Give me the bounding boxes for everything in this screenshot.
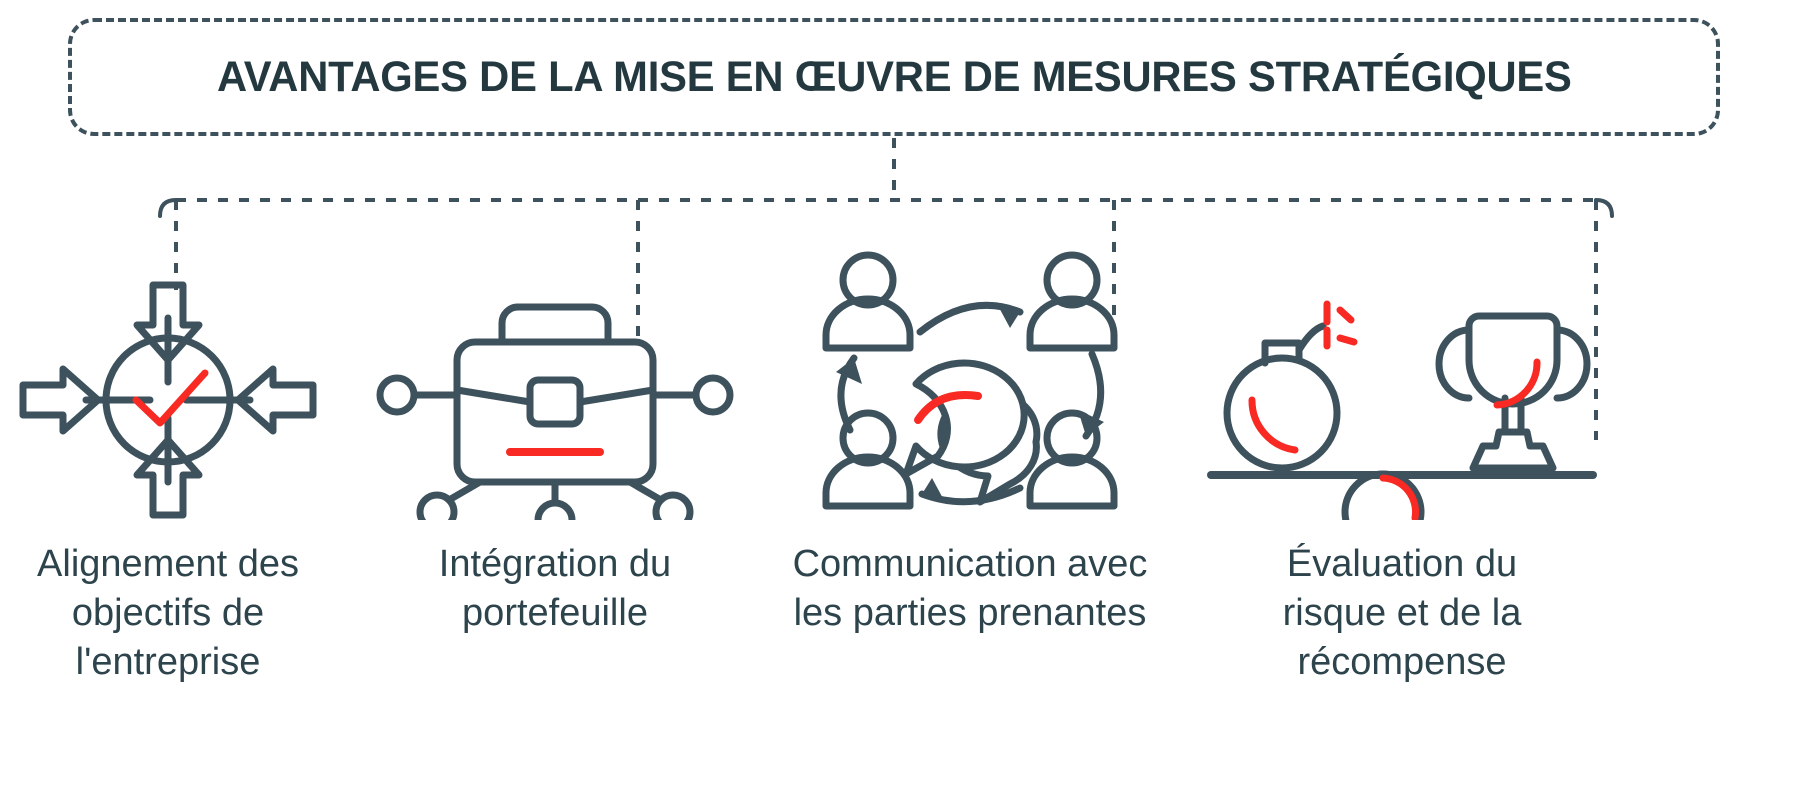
title-banner: AVANTAGES DE LA MISE EN ŒUVRE DE MESURES… — [68, 18, 1720, 136]
briefcase-body — [453, 338, 657, 486]
page-title: AVANTAGES DE LA MISE EN ŒUVRE DE MESURES… — [216, 52, 1572, 101]
balance-fulcrum — [1341, 470, 1425, 520]
person-body-top-right — [1026, 295, 1118, 352]
node-circle-left — [376, 374, 418, 416]
trophy-handle-left — [1435, 326, 1473, 402]
node-circle-bottom-right — [652, 491, 694, 520]
node-risk-reward: Évaluation du risque et de la récompense — [1192, 250, 1612, 687]
speech-bubble-front — [902, 359, 1028, 478]
node-link-bottom-right — [626, 478, 665, 504]
arrow-right — [19, 365, 102, 435]
bomb-accent-arc — [1248, 396, 1299, 454]
speech-bubble-accent-arc — [914, 391, 982, 424]
trophy-cup — [1465, 312, 1561, 408]
briefcase-network-icon — [376, 303, 734, 520]
node-portfolio: Intégration du portefeuille — [345, 250, 765, 638]
briefcase-handle — [498, 303, 612, 346]
briefcase-flap-left — [453, 386, 534, 406]
node-alignment: Alignement des objectifs de l'entreprise — [0, 250, 378, 687]
briefcase-latch — [526, 376, 584, 428]
arrow-down — [133, 281, 203, 364]
trophy-accent-arc — [1493, 358, 1541, 409]
arrowhead-left — [836, 358, 862, 384]
bomb-trophy-balance-icon — [1207, 300, 1597, 520]
node-communication: Communication avec les parties prenantes — [760, 250, 1180, 638]
person-head-bottom-left — [839, 409, 897, 467]
target-arrows-check-icon — [19, 281, 317, 519]
person-body-bottom-right — [1026, 453, 1118, 510]
person-body-top-left — [822, 295, 914, 352]
spark-ray-upper-right — [1336, 306, 1355, 324]
caption-portfolio: Intégration du portefeuille — [438, 543, 672, 634]
node-circle-bottom-left — [416, 491, 458, 520]
caption-communication: Communication avec les parties prenantes — [792, 543, 1148, 634]
icon-wrap-risk-reward — [1192, 250, 1612, 520]
arrowhead-bottom — [922, 478, 946, 504]
person-body-bottom-left — [822, 453, 914, 510]
person-head-bottom-right — [1043, 409, 1101, 467]
caption-risk-reward: Évaluation du risque et de la récompense — [1282, 543, 1522, 683]
node-circle-right — [692, 374, 734, 416]
trophy-handle-right — [1553, 326, 1591, 402]
caption-alignment: Alignement des objectifs de l'entreprise — [37, 543, 299, 683]
briefcase-flap-right — [576, 386, 657, 406]
node-link-bottom-left — [445, 478, 484, 504]
bomb-body — [1223, 354, 1341, 472]
connector-corner-left — [158, 198, 178, 218]
icon-wrap-communication — [760, 250, 1180, 520]
arrow-up — [133, 436, 203, 519]
connector-corner-right — [1594, 198, 1614, 218]
icon-wrap-alignment — [0, 250, 378, 520]
bomb-fuse — [1295, 322, 1327, 354]
icon-wrap-portfolio — [345, 250, 765, 520]
arrow-left — [234, 365, 317, 435]
trophy-base — [1469, 428, 1557, 472]
spark-ray-lower-right — [1336, 334, 1358, 346]
arrowhead-top — [996, 302, 1020, 328]
check-icon — [132, 369, 209, 427]
fulcrum-accent-arc — [1379, 474, 1420, 520]
people-speech-bubbles-cycle-icon — [822, 251, 1118, 510]
person-head-top-left — [839, 251, 897, 309]
person-head-top-right — [1043, 251, 1101, 309]
arrowhead-right — [1078, 410, 1104, 436]
